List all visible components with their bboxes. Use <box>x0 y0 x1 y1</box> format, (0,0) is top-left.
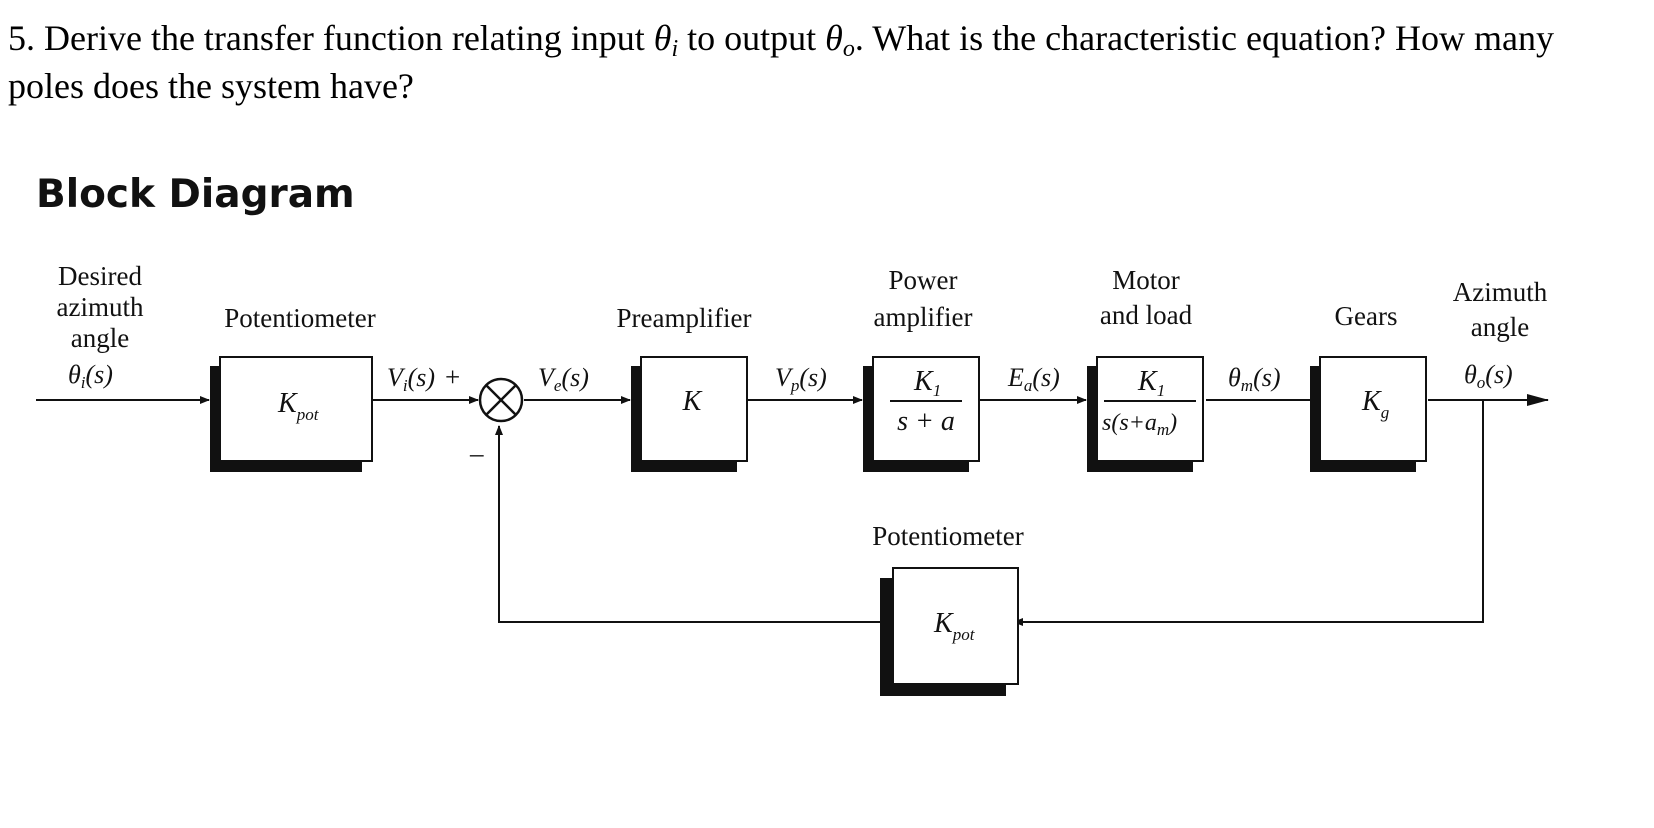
motor-block <box>1087 356 1204 472</box>
preamp-title: Preamplifier <box>617 303 752 333</box>
theta-i-symbol: θi <box>653 18 679 62</box>
question-part2: to output <box>687 18 817 58</box>
thm-signal-label: θm(s) <box>1228 363 1281 395</box>
preamp-block <box>631 356 748 472</box>
svg-text:angle: angle <box>1471 312 1529 342</box>
preamp-gain: K <box>682 386 703 417</box>
block-diagram-heading: Block Diagram <box>36 172 355 217</box>
ve-signal-label: Ve(s) <box>538 363 589 395</box>
svg-text:Azimuth: Azimuth <box>1453 277 1548 307</box>
pot-fb-block <box>880 567 1019 696</box>
gears-title: Gears <box>1335 301 1398 331</box>
pot-in-gain: Kpot <box>277 388 320 424</box>
motor-title: Motor and load <box>1100 265 1193 330</box>
power-amp-title: Power amplifier <box>874 265 973 332</box>
svg-text:and load: and load <box>1100 300 1193 330</box>
signal-lines <box>36 394 1549 626</box>
input-label: Desired azimuth angle <box>57 261 144 353</box>
pot-in-title: Potentiometer <box>224 303 375 333</box>
svg-text:Desired: Desired <box>58 261 142 291</box>
plus-sign: + <box>445 362 460 392</box>
svg-text:Motor: Motor <box>1112 265 1180 295</box>
vi-signal-label: Vi(s) <box>387 363 435 395</box>
gears-block <box>1310 356 1427 472</box>
ea-signal-label: Ea(s) <box>1007 363 1060 395</box>
feedback-line-right <box>1013 400 1484 626</box>
question-part3: . What is the characteristic equation? H… <box>8 18 1554 106</box>
power-amp-numerator: K1 <box>913 366 941 400</box>
pot-in-block <box>210 356 373 472</box>
input-signal-label: θi(s) <box>68 360 113 392</box>
svg-text:amplifier: amplifier <box>874 302 973 332</box>
output-label: Azimuth angle <box>1453 277 1548 342</box>
pot-fb-gain: Kpot <box>933 608 976 644</box>
power-amp-block <box>863 356 980 472</box>
svg-text:angle: angle <box>71 323 129 353</box>
feedback-line-left <box>495 425 880 623</box>
pot-fb-title: Potentiometer <box>872 521 1023 551</box>
summing-junction <box>478 377 524 423</box>
minus-sign: – <box>469 438 484 468</box>
gears-gain: Kg <box>1361 386 1389 422</box>
question-text: 5. Derive the transfer function relating… <box>8 14 1608 110</box>
svg-text:Power: Power <box>889 265 958 295</box>
vp-signal-label: Vp(s) <box>775 363 827 395</box>
svg-text:azimuth: azimuth <box>57 292 144 322</box>
theta-o-symbol: θo <box>825 18 855 62</box>
motor-denominator: s(s+am) <box>1102 410 1177 439</box>
question-part1: Derive the transfer function relating in… <box>44 18 645 58</box>
motor-numerator: K1 <box>1137 366 1165 400</box>
output-signal-label: θo(s) <box>1464 360 1513 392</box>
power-amp-denominator: s + a <box>897 406 955 437</box>
question-number: 5. <box>8 18 35 58</box>
